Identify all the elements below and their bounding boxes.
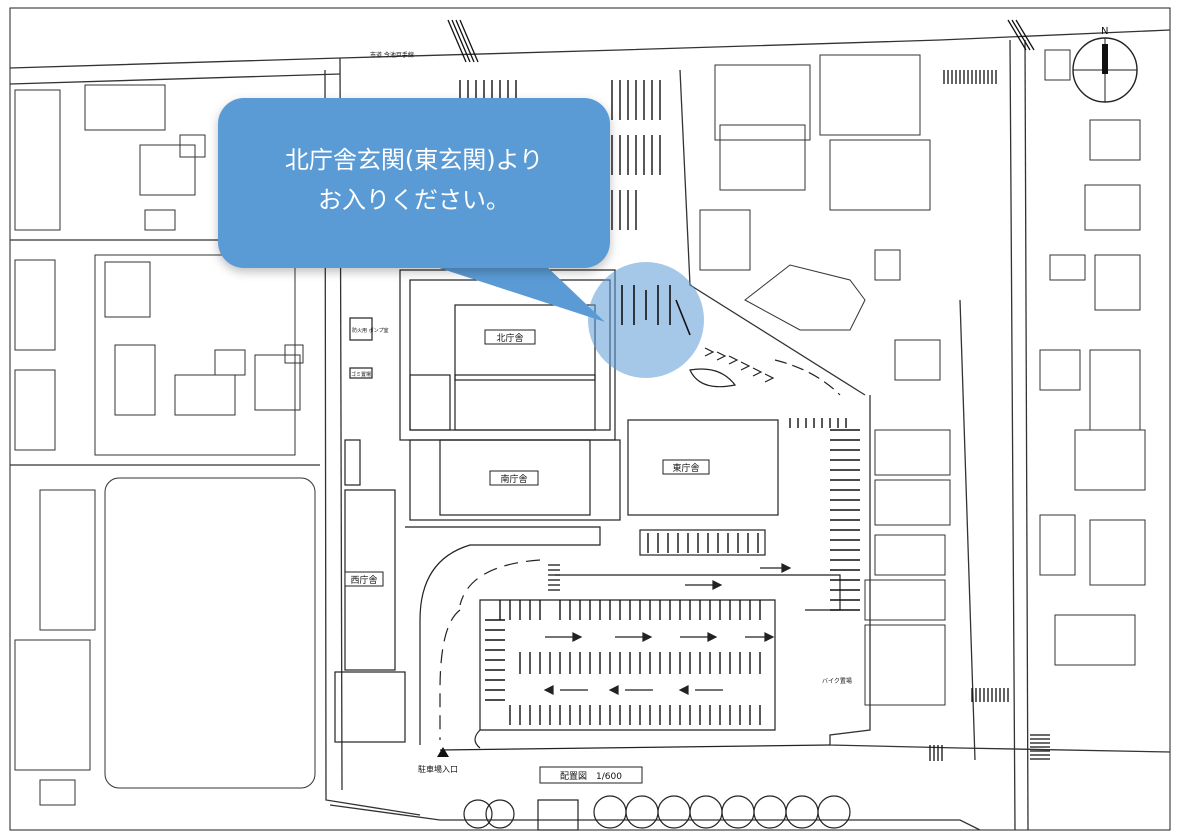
right-blocks: [699, 49, 1146, 706]
callout-tail: [430, 265, 605, 322]
driveway-arrows: [689, 347, 841, 396]
label-east-building: 東庁舎: [672, 462, 699, 474]
label-west-building: 西庁舎: [350, 574, 377, 586]
road-label-top: 市道 今池戸手線: [370, 51, 414, 59]
label-bike: バイク置場: [822, 677, 852, 685]
label-north-building: 北庁舎: [496, 332, 523, 344]
north-arrow-icon: [1072, 37, 1138, 103]
callout-line-1: 北庁舎玄関(東玄関)より: [284, 146, 544, 174]
label-pump: 防火用 ポンプ室: [352, 327, 388, 334]
north-arrow-label: N: [1101, 26, 1108, 37]
label-south-building: 南庁舎: [500, 473, 527, 485]
scale-box: [539, 766, 643, 784]
flow-arrows: [543, 563, 792, 695]
label-scale: 配置図 1/600: [560, 771, 622, 782]
entrance-callout: 北庁舎玄関(東玄関)より お入りください。: [218, 98, 610, 268]
label-parking-entrance: 駐車場入口: [418, 764, 458, 774]
callout-line-2: お入りください。: [318, 186, 510, 214]
roads: [9, 29, 1171, 831]
label-shed: ゴミ置場: [351, 371, 371, 378]
parking-lot: [405, 526, 841, 751]
entrance-triangle-icon: [437, 747, 449, 757]
left-blocks: [14, 84, 316, 806]
parking-stalls: [459, 80, 860, 725]
crosswalks: [447, 19, 1050, 761]
trees: [463, 795, 851, 831]
building-labels: 北庁舎 南庁舎 東庁舎 西庁舎: [344, 329, 710, 587]
